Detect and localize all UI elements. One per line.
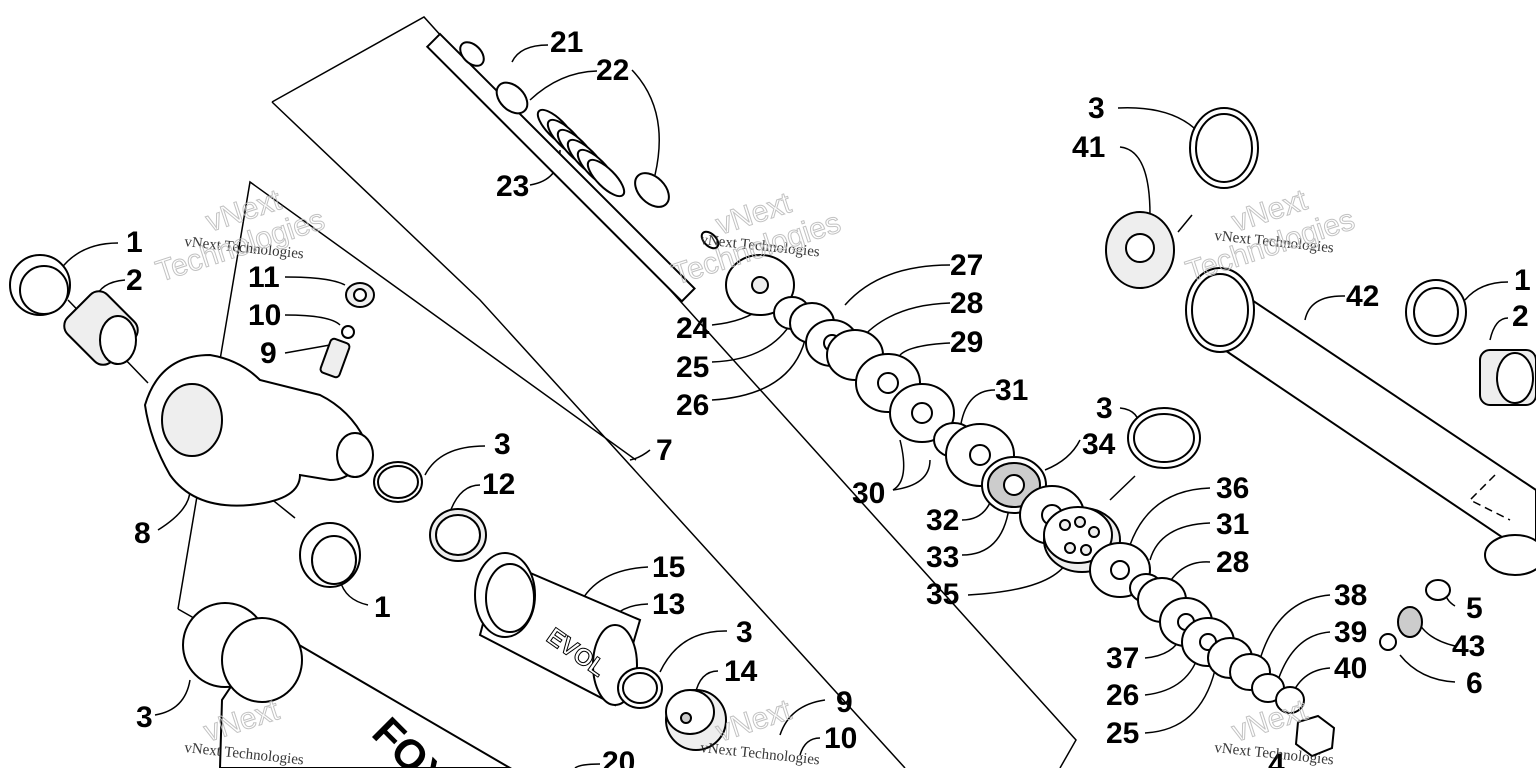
callout-21: 21 — [550, 26, 583, 59]
left-assembly — [9, 254, 487, 588]
callout-34: 34 — [1082, 428, 1116, 461]
callout-26-lower: 26 — [1106, 679, 1139, 712]
callout-1-lower: 1 — [374, 591, 391, 624]
callout-33: 33 — [926, 541, 959, 574]
callout-1-right: 1 — [1514, 264, 1531, 297]
callout-2-right: 2 — [1512, 300, 1529, 333]
callout-36: 36 — [1216, 472, 1249, 505]
body-evol: EVOL — [474, 552, 727, 751]
callout-28-lower: 28 — [1216, 546, 1249, 579]
callout-6: 6 — [1466, 667, 1483, 700]
callout-labels: 21 22 23 24 25 26 27 28 29 30 31 32 33 3… — [126, 26, 1531, 768]
watermark-text: vNext Technologies — [700, 740, 821, 768]
callout-35: 35 — [926, 578, 959, 611]
callout-3-center: 3 — [1096, 392, 1113, 425]
callout-20: 20 — [602, 746, 635, 768]
callout-10: 10 — [248, 299, 281, 332]
callout-25-lower: 25 — [1106, 717, 1139, 750]
callout-37: 37 — [1106, 642, 1139, 675]
shim-stack-upper — [725, 254, 1085, 545]
reservoir-cylinder-right — [1105, 107, 1536, 651]
shaft-assembly — [425, 32, 720, 303]
callout-3-mid: 3 — [736, 616, 753, 649]
callout-3-top-right: 3 — [1088, 92, 1105, 125]
callout-9-lower: 9 — [836, 686, 853, 719]
callout-14: 14 — [724, 655, 758, 688]
callout-43: 43 — [1452, 630, 1485, 663]
callout-12: 12 — [482, 468, 515, 501]
callout-8: 8 — [134, 517, 151, 550]
callout-25: 25 — [676, 351, 709, 384]
shim-stack-lower — [1089, 542, 1336, 758]
callout-2-left: 2 — [126, 264, 143, 297]
watermark-logo-line1: vNext — [712, 693, 796, 748]
callout-32: 32 — [926, 504, 959, 537]
callout-15: 15 — [652, 551, 685, 584]
callout-39: 39 — [1334, 616, 1367, 649]
callout-31-lower: 31 — [1216, 508, 1249, 541]
callout-7: 7 — [656, 434, 673, 467]
callout-22: 22 — [596, 54, 629, 87]
callout-5: 5 — [1466, 592, 1483, 625]
callout-3-bottom: 3 — [136, 701, 153, 734]
callout-38: 38 — [1334, 579, 1367, 612]
callout-1-left: 1 — [126, 226, 143, 259]
fox-body: FOX — [182, 602, 512, 768]
callout-27: 27 — [950, 249, 983, 282]
callout-9: 9 — [260, 337, 277, 370]
callout-41: 41 — [1072, 131, 1105, 164]
callout-31: 31 — [995, 374, 1028, 407]
callout-40: 40 — [1334, 652, 1367, 685]
callout-42: 42 — [1346, 280, 1379, 313]
callout-24: 24 — [676, 312, 710, 345]
callout-23: 23 — [496, 170, 529, 203]
callout-28: 28 — [950, 287, 983, 320]
callout-10-lower: 10 — [824, 722, 857, 755]
callout-11: 11 — [248, 261, 280, 294]
callout-3-left: 3 — [494, 428, 511, 461]
callout-26: 26 — [676, 389, 709, 422]
callout-4: 4 — [1268, 748, 1285, 768]
callout-30: 30 — [852, 477, 885, 510]
callout-29: 29 — [950, 326, 983, 359]
callout-13: 13 — [652, 588, 685, 621]
